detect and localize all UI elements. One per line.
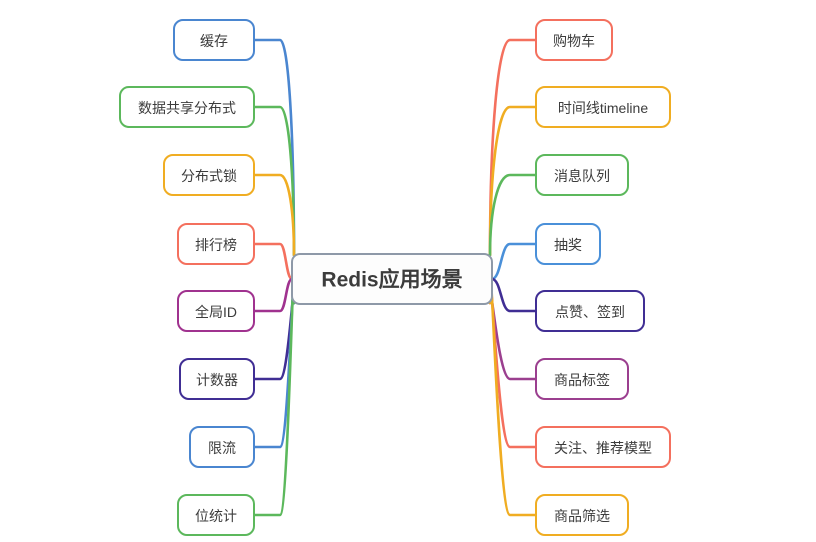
branch-leaderboard-box[interactable] xyxy=(177,223,255,265)
branch-lottery-label: 抽奖 xyxy=(554,237,582,253)
connector-branch-leaderboard xyxy=(252,242,294,281)
center-node-label: Redis应用场景 xyxy=(321,268,462,292)
branch-rate-limit-label: 限流 xyxy=(208,440,236,456)
branch-like-checkin-label: 点赞、签到 xyxy=(555,304,625,320)
branch-rate-limit-box[interactable] xyxy=(189,426,255,468)
connector-branch-lottery xyxy=(490,242,538,281)
branch-global-id-label: 全局ID xyxy=(195,304,237,320)
branch-counter-box[interactable] xyxy=(179,358,255,400)
connector-branch-distributed-lock xyxy=(252,173,296,257)
branch-bit-stats-box[interactable] xyxy=(177,494,255,536)
branch-counter-label: 计数器 xyxy=(196,372,238,388)
branch-like-checkin-box[interactable] xyxy=(535,290,645,332)
branch-message-queue[interactable]: 消息队列 xyxy=(535,154,629,196)
center-node[interactable]: Redis应用场景 xyxy=(291,253,493,305)
branch-shopping-cart[interactable]: 购物车 xyxy=(535,19,613,61)
branch-message-queue-label: 消息队列 xyxy=(554,168,610,184)
branch-leaderboard[interactable]: 排行榜 xyxy=(177,223,255,265)
branch-distributed-lock-label: 分布式锁 xyxy=(181,168,237,184)
connector-branch-timeline xyxy=(488,105,538,257)
branch-data-share-box[interactable] xyxy=(119,86,255,128)
branch-bit-stats[interactable]: 位统计 xyxy=(177,494,255,536)
connector-branch-bit-stats xyxy=(252,276,296,517)
branch-data-share-label: 数据共享分布式 xyxy=(138,100,236,116)
branch-message-queue-box[interactable] xyxy=(535,154,629,196)
branch-product-tag-box[interactable] xyxy=(535,358,629,400)
branch-timeline-box[interactable] xyxy=(535,86,671,128)
branch-distributed-lock-box[interactable] xyxy=(163,154,255,196)
branch-timeline[interactable]: 时间线timeline xyxy=(535,86,671,128)
branch-global-id[interactable]: 全局ID xyxy=(177,290,255,332)
branch-lottery[interactable]: 抽奖 xyxy=(535,223,601,265)
branch-like-checkin[interactable]: 点赞、签到 xyxy=(535,290,645,332)
branch-product-tag[interactable]: 商品标签 xyxy=(535,358,629,400)
connector-branch-product-filter xyxy=(488,276,538,517)
branch-shopping-cart-label: 购物车 xyxy=(553,33,595,49)
connector-branch-cache xyxy=(252,38,296,257)
branch-counter[interactable]: 计数器 xyxy=(179,358,255,400)
branch-product-filter[interactable]: 商品筛选 xyxy=(535,494,629,536)
connector-branch-like-checkin xyxy=(490,277,538,313)
branch-global-id-box[interactable] xyxy=(177,290,255,332)
branch-bit-stats-label: 位统计 xyxy=(195,508,237,524)
branch-lottery-box[interactable] xyxy=(535,223,601,265)
connector-branch-message-queue xyxy=(488,173,538,257)
branch-follow-recommend-label: 关注、推荐模型 xyxy=(554,440,652,456)
branch-cache[interactable]: 缓存 xyxy=(173,19,255,61)
branch-leaderboard-label: 排行榜 xyxy=(195,237,237,253)
branch-distributed-lock[interactable]: 分布式锁 xyxy=(163,154,255,196)
branch-cache-label: 缓存 xyxy=(200,33,228,49)
branch-follow-recommend-box[interactable] xyxy=(535,426,671,468)
branch-data-share[interactable]: 数据共享分布式 xyxy=(119,86,255,128)
connector-branch-data-share xyxy=(252,105,296,257)
connector-branch-global-id xyxy=(252,277,294,313)
branch-product-filter-label: 商品筛选 xyxy=(554,508,610,524)
branch-cache-box[interactable] xyxy=(173,19,255,61)
center-node-box[interactable] xyxy=(291,253,493,305)
branch-rate-limit[interactable]: 限流 xyxy=(189,426,255,468)
branch-shopping-cart-box[interactable] xyxy=(535,19,613,61)
branch-follow-recommend[interactable]: 关注、推荐模型 xyxy=(535,426,671,468)
branch-product-tag-label: 商品标签 xyxy=(554,372,610,388)
branch-timeline-label: 时间线timeline xyxy=(558,100,648,116)
branch-product-filter-box[interactable] xyxy=(535,494,629,536)
